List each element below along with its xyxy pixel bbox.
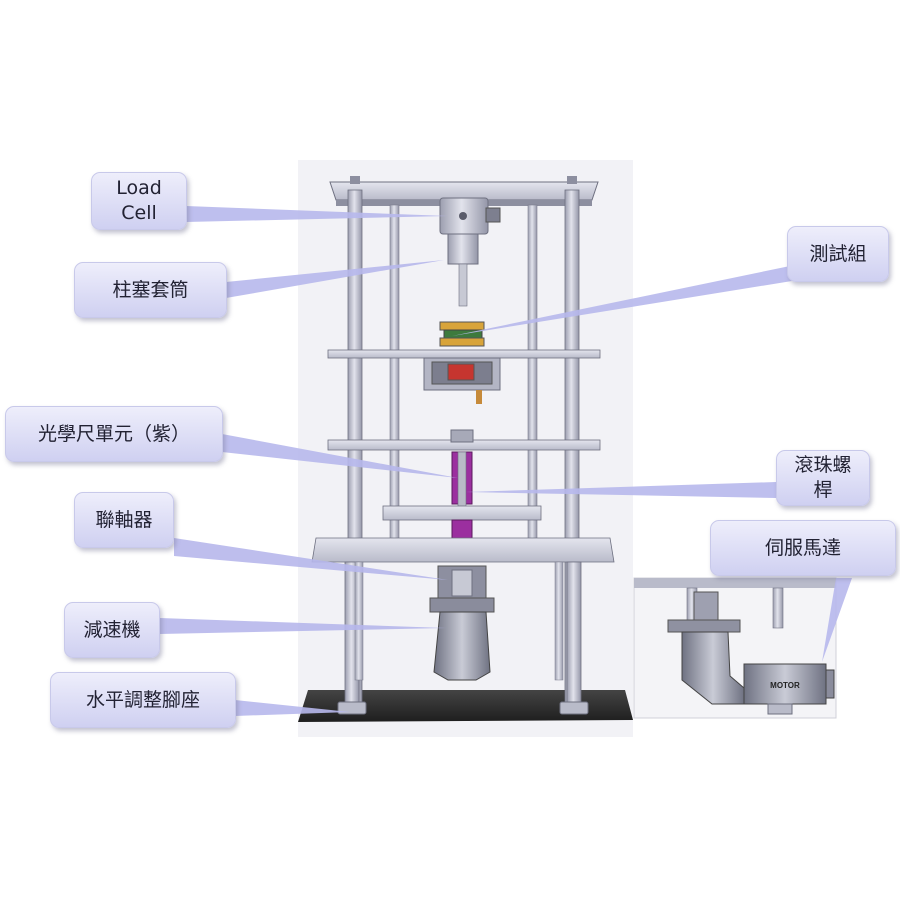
optical-scale-label: 光學尺單元（紫） [37,422,190,445]
leader-lines [160,206,852,716]
servo-motor-label: 伺服馬達 [764,536,841,559]
callout-optical-scale: 光學尺單元（紫） [5,406,223,462]
leader-test-set [452,266,798,336]
base-plate [311,537,615,563]
leader-plunger-sleeve [226,260,444,298]
ball-screw-label-line1: 滾珠螺 [794,454,852,476]
callout-leveling-foot: 水平調整腳座 [50,672,236,728]
leader-servo-motor [822,578,852,662]
leveling-foot-label: 水平調整腳座 [85,688,200,711]
reducer-flange [429,597,495,613]
test-set-label: 測試組 [809,242,867,265]
callout-ball-screw: 滾珠螺 桿 [776,450,870,506]
leg-back-right [554,561,564,681]
bolt [567,176,577,184]
floor-shadow [298,690,633,722]
leader-ball-screw [466,482,776,498]
leader-optical-scale [222,434,458,478]
leader-reducer [160,618,446,634]
motor-inset: MOTOR [633,577,837,719]
callout-test-set: 測試組 [787,226,889,282]
inset-top-plate [634,578,836,588]
plunger-sleeve-label: 柱塞套筒 [112,278,189,301]
machine-render [298,160,633,737]
middle-plate [327,349,601,359]
bearing-plate [382,505,542,521]
motor-text: MOTOR [770,681,800,690]
leg-front-right [566,561,582,703]
leg-back-left [354,561,364,681]
column-back-right [527,204,538,546]
callout-coupling: 聯軸器 [74,492,174,548]
load-cell-label-line1: Load [116,177,162,199]
coupling-label: 聯軸器 [95,508,153,531]
callout-load-cell: Load Cell [91,172,187,230]
coupling-hub [451,569,473,597]
callout-servo-motor: 伺服馬達 [710,520,896,576]
leveling-foot [337,701,367,715]
inset-coupling [693,591,719,621]
nut-block [450,429,474,443]
callout-reducer: 減速機 [64,602,160,658]
load-cell-icon [439,197,501,307]
inset-flange [667,619,741,633]
reducer [433,611,491,681]
callout-plunger-sleeve: 柱塞套筒 [74,262,227,318]
inset-foot [767,703,793,715]
leader-coupling [174,538,448,580]
inset-rod [772,587,784,629]
leveling-foot [559,701,589,715]
top-plate [329,181,599,201]
load-cell-label-line2: Cell [121,202,157,224]
reducer-label: 減速機 [83,618,141,641]
leader-load-cell [186,206,448,222]
leader-leveling-foot [235,700,350,716]
column-back-left [389,204,400,546]
bolt [350,176,360,184]
motor-icon: MOTOR [681,631,835,705]
ball-screw-label-line2: 桿 [813,479,833,501]
